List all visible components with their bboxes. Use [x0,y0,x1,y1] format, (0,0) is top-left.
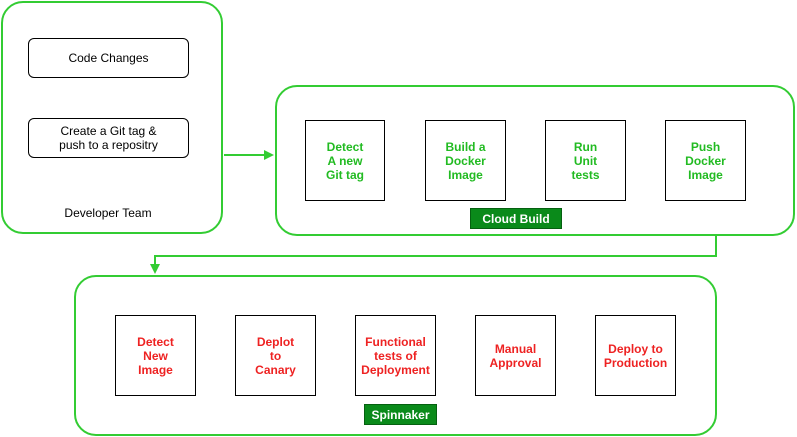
spinnaker-step-functional-tests: Functional tests of Deployment [355,315,436,396]
spinnaker-step-deploy-production: Deploy to Production [595,315,676,396]
arrow-developer-to-cloud-build [224,150,274,160]
git-tag-box: Create a Git tag & push to a repositry [28,118,189,158]
developer-team-label: Developer Team [64,206,152,220]
arrow-cloud-build-to-spinnaker [150,236,717,274]
cloud-build-step-push-image: Push Docker Image [665,120,746,201]
spinnaker-step-manual-approval: Manual Approval [475,315,556,396]
spinnaker-tag: Spinnaker [364,404,437,425]
cloud-build-step-unit-tests: Run Unit tests [545,120,626,201]
cloud-build-tag: Cloud Build [470,208,562,229]
code-changes-box: Code Changes [28,38,189,78]
cloud-build-step-detect-tag: Detect A new Git tag [305,120,385,201]
spinnaker-step-deploy-canary: Deplot to Canary [235,315,316,396]
cloud-build-step-build-image: Build a Docker Image [425,120,506,201]
spinnaker-step-detect-image: Detect New Image [115,315,196,396]
